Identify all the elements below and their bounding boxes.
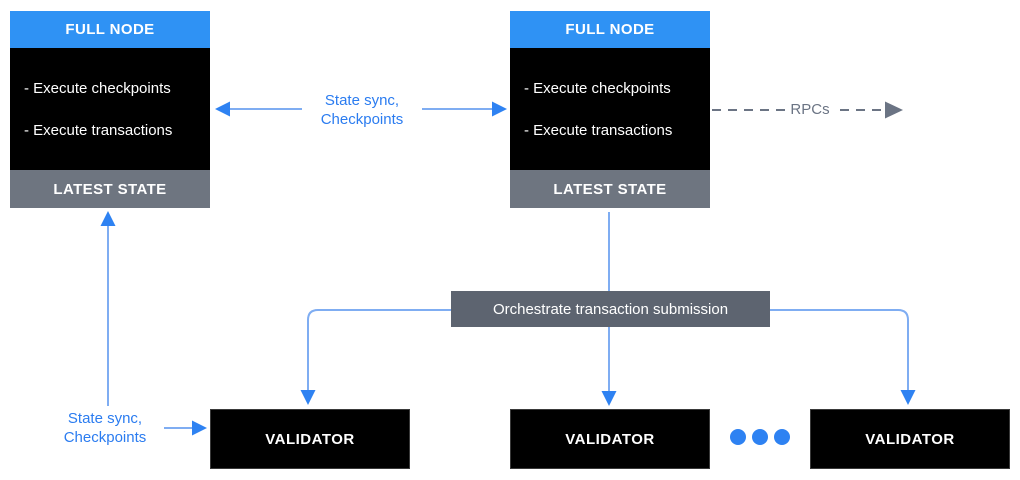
state-sync-top-label-line1: State sync, (324, 92, 400, 109)
validator-3: VALIDATOR (810, 409, 1010, 469)
ellipsis-icon (730, 429, 790, 445)
full-node-1-latest-state: LATEST STATE (10, 170, 210, 208)
state-sync-bottom-label: State sync, Checkpoints (46, 409, 164, 447)
full-node-1: FULL NODE - Execute checkpoints - Execut… (10, 11, 210, 208)
state-sync-bottom-label-line2: Checkpoints (63, 429, 147, 446)
ellipsis-dot (752, 429, 768, 445)
orchestrate-to-validator3-arrow (770, 309, 916, 405)
validator-1: VALIDATOR (210, 409, 410, 469)
orchestrate-to-validator1-arrow (300, 309, 451, 405)
label-to-fullnode1-arrow (100, 211, 116, 406)
state-sync-top-label: State sync, Checkpoints (302, 91, 422, 129)
rpcs-label: RPCs (786, 101, 834, 118)
ellipsis-dot (774, 429, 790, 445)
full-node-2-item-checkpoints: - Execute checkpoints (524, 79, 671, 97)
label-to-validator1-arrow (158, 420, 207, 436)
full-node-2-latest-state: LATEST STATE (510, 170, 710, 208)
orchestrate-submission-box: Orchestrate transaction submission (451, 291, 770, 327)
full-node-2-item-transactions: - Execute transactions (524, 121, 673, 139)
state-sync-bottom-label-line1: State sync, (67, 410, 143, 427)
full-node-2-body: - Execute checkpoints - Execute transact… (510, 48, 710, 170)
full-node-1-item-checkpoints: - Execute checkpoints (24, 79, 171, 97)
ellipsis-dot (730, 429, 746, 445)
full-node-2-title: FULL NODE (510, 11, 710, 48)
full-node-1-item-transactions: - Execute transactions (24, 121, 173, 139)
state-sync-top-label-line2: Checkpoints (320, 111, 404, 128)
full-node-1-title: FULL NODE (10, 11, 210, 48)
full-node-1-body: - Execute checkpoints - Execute transact… (10, 48, 210, 170)
full-node-2: FULL NODE - Execute checkpoints - Execut… (510, 11, 710, 208)
validator-2: VALIDATOR (510, 409, 710, 469)
